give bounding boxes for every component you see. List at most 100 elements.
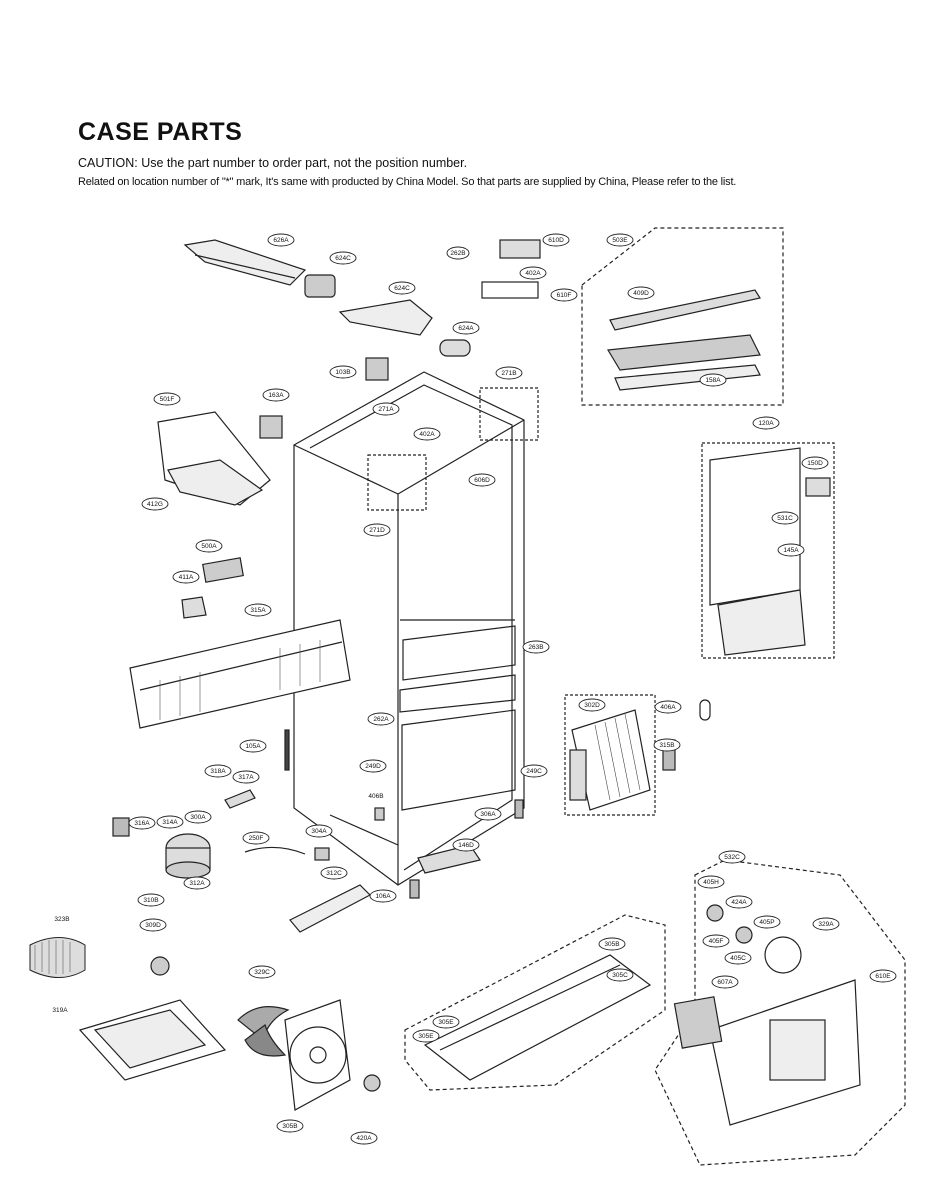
svg-text:402A: 402A — [419, 431, 435, 438]
svg-text:402A: 402A — [525, 270, 541, 277]
part-146d — [417, 844, 481, 874]
svg-text:305B: 305B — [282, 1123, 297, 1130]
svg-text:610F: 610F — [557, 292, 572, 299]
label-329a: 329A — [812, 917, 840, 931]
compressor-300a — [165, 833, 211, 879]
part-304a — [314, 847, 330, 861]
part-103b — [365, 357, 389, 381]
svg-text:314A: 314A — [162, 819, 178, 826]
clip-part — [699, 699, 711, 721]
label-315a: 315A — [244, 603, 272, 617]
label-405f: 405F — [702, 934, 730, 948]
label-405p: 405P — [753, 915, 781, 929]
svg-text:610D: 610D — [548, 237, 564, 244]
label-317a: 317A — [232, 770, 260, 784]
label-411a: 411A — [172, 570, 200, 584]
svg-text:316A: 316A — [134, 820, 150, 827]
part-150d — [805, 477, 831, 497]
svg-text:306A: 306A — [480, 811, 496, 818]
label-323b: 323B — [54, 916, 69, 923]
svg-text:532C: 532C — [724, 854, 740, 861]
svg-text:315A: 315A — [250, 607, 266, 614]
label-412g: 412G — [141, 497, 169, 511]
svg-text:409D: 409D — [633, 290, 649, 297]
svg-text:315B: 315B — [659, 742, 674, 749]
svg-text:624C: 624C — [394, 285, 410, 292]
label-316a: 316A — [128, 816, 156, 830]
label-312a: 312A — [183, 876, 211, 890]
rear-panel-315a — [129, 619, 351, 729]
label-309d: 309D — [139, 918, 167, 932]
part-607a — [673, 996, 723, 1049]
part-406b — [374, 807, 385, 821]
part-409d — [609, 289, 761, 331]
label-150d: 150D — [801, 456, 829, 470]
svg-text:120A: 120A — [758, 420, 774, 427]
svg-text:405P: 405P — [759, 919, 774, 926]
label-626a: 626A — [267, 233, 295, 247]
svg-text:329C: 329C — [254, 969, 270, 976]
svg-text:501F: 501F — [160, 396, 175, 403]
rail-312c — [289, 884, 371, 933]
machine-cover-305e — [423, 954, 652, 1081]
page-title: CASE PARTS — [78, 118, 243, 146]
label-310b: 310B — [137, 893, 165, 907]
label-305e-a: 305E — [432, 1015, 460, 1029]
evaporator-302d — [569, 709, 651, 811]
label-314a: 314A — [156, 815, 184, 829]
svg-text:424A: 424A — [731, 899, 747, 906]
control-box-dashed-area — [701, 442, 835, 659]
foot-306a — [514, 799, 524, 819]
heater-dashed-area — [581, 227, 784, 406]
label-312c: 312C — [320, 866, 348, 880]
label-305e-b: 305E — [412, 1029, 440, 1043]
label-409d: 409D — [627, 286, 655, 300]
svg-text:302D: 302D — [584, 702, 600, 709]
machine-room-dashed-area — [404, 914, 666, 1091]
svg-text:305E: 305E — [438, 1019, 454, 1026]
label-402a-b: 402A — [519, 266, 547, 280]
label-163a: 163A — [262, 388, 290, 402]
svg-text:318A: 318A — [210, 768, 226, 775]
svg-text:310B: 310B — [143, 897, 158, 904]
label-302d: 302D — [578, 698, 606, 712]
svg-text:503E: 503E — [612, 237, 628, 244]
svg-text:317A: 317A — [238, 774, 254, 781]
svg-text:531C: 531C — [777, 515, 793, 522]
label-271d: 271D — [363, 523, 391, 537]
svg-text:624C: 624C — [335, 255, 351, 262]
svg-text:271A: 271A — [378, 406, 394, 413]
part-105a — [284, 729, 290, 771]
svg-text:263B: 263B — [528, 644, 543, 651]
svg-text:312C: 312C — [326, 870, 342, 877]
label-318a: 318A — [204, 764, 232, 778]
part-610f — [481, 281, 539, 299]
label-405c: 405C — [724, 951, 752, 965]
label-606d: 606D — [468, 473, 496, 487]
svg-text:304A: 304A — [311, 828, 327, 835]
svg-text:405F: 405F — [709, 938, 724, 945]
cover-624c — [338, 299, 433, 336]
svg-text:150D: 150D — [807, 460, 823, 467]
label-315b: 315B — [653, 738, 681, 752]
label-610e: 610E — [869, 969, 897, 983]
label-271a: 271A — [372, 402, 400, 416]
svg-text:305B: 305B — [604, 941, 619, 948]
svg-text:300A: 300A — [190, 814, 206, 821]
label-501f: 501F — [153, 392, 181, 406]
svg-text:305E: 305E — [418, 1033, 434, 1040]
svg-text:271B: 271B — [501, 370, 516, 377]
svg-text:412G: 412G — [147, 501, 163, 508]
label-420a: 420A — [350, 1131, 378, 1145]
label-319a: 319A — [52, 1007, 68, 1014]
svg-text:626A: 626A — [273, 237, 289, 244]
filter-624a — [439, 339, 471, 357]
related-note: Related on location number of "*" mark, … — [78, 176, 737, 188]
part-420a — [363, 1074, 381, 1092]
label-624a: 624A — [452, 321, 480, 335]
label-262a: 262A — [367, 712, 395, 726]
label-120a: 120A — [752, 416, 780, 430]
motor-405p — [764, 936, 802, 974]
part-309d — [150, 956, 170, 976]
label-249d: 249D — [359, 759, 387, 773]
